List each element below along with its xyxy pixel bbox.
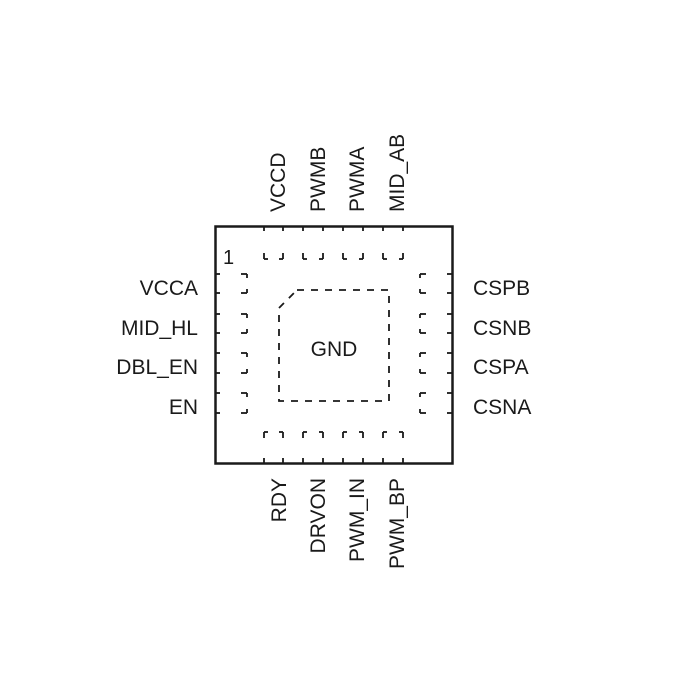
pin-label-mid-ab: MID_AB [386,134,409,212]
pin-label-csnb: CSNB [473,317,531,340]
pad-marks [215,226,452,463]
package-outline [214,225,454,465]
pin-label-pwm-in: PWM_IN [346,478,369,562]
pin-label-dbl-en: DBL_EN [116,356,198,379]
pin-label-pwm-bp: PWM_BP [386,478,409,569]
pin-label-drvon: DRVON [307,478,330,553]
pin-label-pwmb: PWMB [307,147,330,212]
pin-label-vcca: VCCA [140,277,198,300]
pin-label-en: EN [169,396,198,419]
pin-label-pwma: PWMA [346,147,369,212]
pin1-marker: 1 [223,247,234,269]
pin-label-mid-hl: MID_HL [121,317,198,340]
exposed-pad-outline [278,289,390,402]
pin-label-vccd: VCCD [267,152,290,212]
pin-label-csna: CSNA [473,396,531,419]
pin-label-rdy: RDY [268,478,291,522]
pin-labels: VCCD PWMB PWMA MID_AB RDY DRVON PWM_IN PWM_BP VC… [116,134,531,569]
pin-label-cspa: CSPA [473,356,529,379]
pin-label-cspb: CSPB [473,277,530,300]
center-pad-label: GND [311,338,358,361]
